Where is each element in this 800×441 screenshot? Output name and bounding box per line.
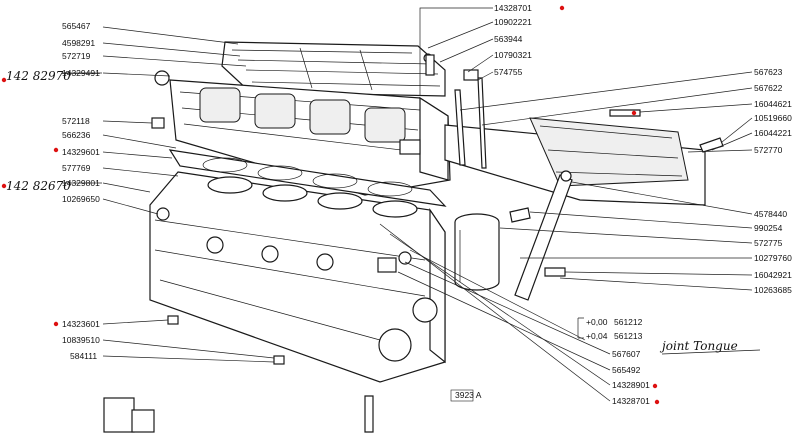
part-label-10279760: 10279760	[754, 253, 792, 263]
part-label-4598291: 4598291	[62, 38, 95, 48]
part-label-990254: 990254	[754, 223, 783, 233]
part-label-14323601: 14323601	[62, 319, 100, 329]
bracket-prefix-1: +0,00	[586, 317, 608, 327]
part-label-10902221: 10902221	[494, 17, 532, 27]
small-parts	[103, 54, 724, 433]
part-label-566236: 566236	[62, 130, 91, 140]
part-label-574755: 574755	[494, 67, 523, 77]
part-label-567623: 567623	[754, 67, 783, 77]
part-label-584111: 584111	[70, 351, 97, 361]
breather-pipe	[514, 170, 573, 301]
part-label-572719: 572719	[62, 51, 91, 61]
handwritten-note-top-left: 142 82970	[6, 69, 71, 83]
cylinder-head	[169, 79, 451, 196]
part-label-563944: 563944	[494, 34, 523, 44]
figure-code: 3923 A	[455, 390, 482, 400]
rocker-cover	[221, 41, 446, 97]
handwritten-underline	[661, 349, 761, 355]
part-label-10790321: 10790321	[494, 50, 532, 60]
bracket-prefix-2: +0,04	[586, 331, 608, 341]
handwritten-note-mid-left: 142 82670	[6, 179, 71, 193]
part-label-4578440: 4578440	[754, 209, 787, 219]
pushrod	[454, 77, 487, 169]
part-label-561213: 561213	[614, 331, 643, 341]
part-label-10519660: 10519660	[754, 113, 792, 123]
cylinder-liner	[454, 213, 500, 291]
part-label-10839510: 10839510	[62, 335, 100, 345]
part-label-567622: 567622	[754, 83, 783, 93]
part-label-572775: 572775	[754, 238, 783, 248]
part-label-577769: 577769	[62, 163, 91, 173]
part-label-14328901: 14328901	[612, 380, 650, 390]
part-label-16042921: 16042921	[754, 270, 792, 280]
part-label-567607: 567607	[612, 349, 641, 359]
part-label-572770: 572770	[754, 145, 783, 155]
part-label-10269650: 10269650	[62, 194, 100, 204]
red-markers	[1, 5, 660, 405]
engine-block	[149, 171, 446, 383]
part-label-565492: 565492	[612, 365, 641, 375]
leader-lines	[102, 7, 753, 402]
part-label-10263685: 10263685	[754, 285, 792, 295]
part-label-14328701-bottom: 14328701	[612, 396, 650, 406]
part-label-14329601: 14329601	[62, 147, 100, 157]
part-label-16044221: 16044221	[754, 128, 792, 138]
part-label-14328701-top: 14328701	[494, 3, 532, 13]
side-cover-plate	[444, 117, 706, 206]
part-label-572118: 572118	[62, 116, 90, 126]
handwritten-note-joint: joint Tongue	[659, 339, 738, 353]
part-label-561212: 561212	[614, 317, 643, 327]
head-gasket	[168, 149, 447, 207]
part-label-16044621: 16044621	[754, 99, 792, 109]
part-label-565467: 565467	[62, 21, 91, 31]
